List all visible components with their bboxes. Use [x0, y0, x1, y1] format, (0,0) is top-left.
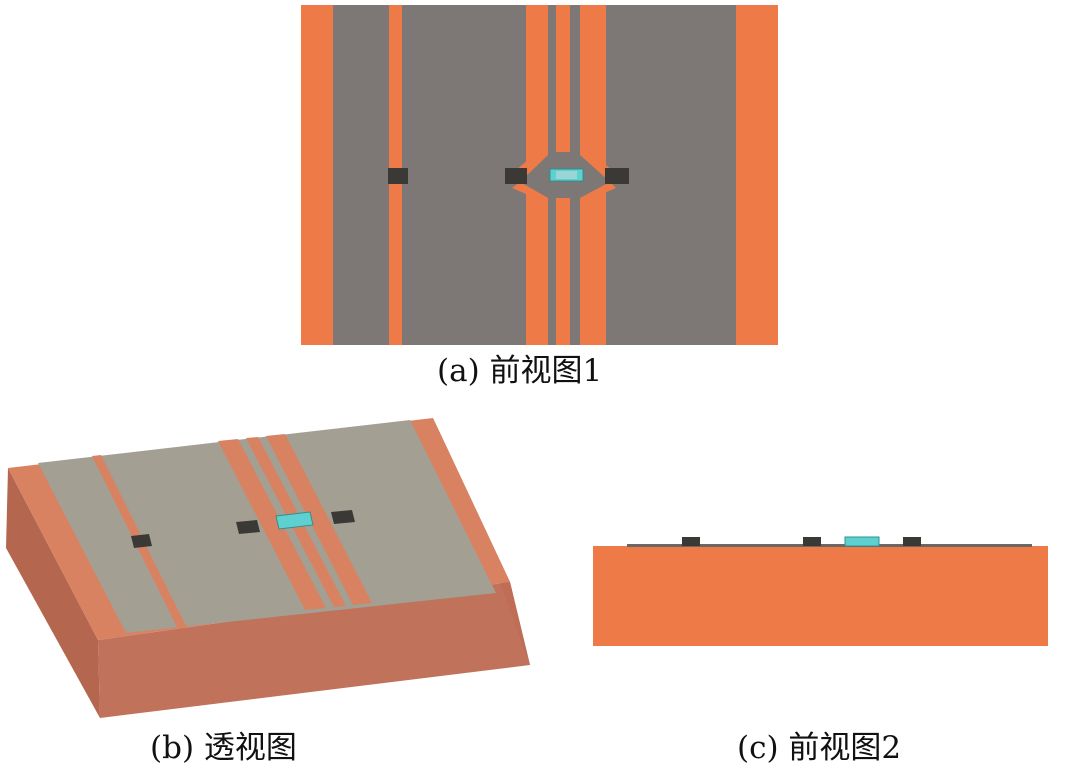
pad-3d-left: [131, 534, 152, 548]
front-view-1-panel: [301, 5, 778, 345]
caption-perspective-view: (b) 透视图: [150, 730, 297, 766]
caption-front-view-1: (a) 前视图1: [437, 353, 603, 389]
caption-front-view-2: (c) 前视图2: [737, 730, 902, 766]
chip-top-view-core: [556, 171, 577, 179]
pad-left: [388, 168, 408, 184]
junction-left-line: [510, 5, 548, 182]
substrate-side-view: [593, 546, 1048, 646]
pad-3d-center-left: [236, 520, 260, 534]
gap-line-3d-4: [266, 434, 372, 605]
pad-side-center-left: [803, 537, 821, 546]
ground-plane-left: [333, 5, 389, 345]
chip-side-view: [844, 536, 880, 547]
front-view-2-panel: [593, 536, 1048, 646]
chip-3d: [275, 511, 314, 530]
gap-line-3d-2: [218, 439, 326, 610]
junction-left-line-lower: [512, 182, 548, 345]
pad-side-right: [903, 537, 921, 546]
junction-right-line-lower: [580, 182, 616, 345]
pad-center-left: [505, 168, 527, 184]
substrate-front-face: [98, 582, 530, 718]
pad-3d-right: [331, 510, 355, 524]
ground-layer-side-view: [627, 544, 1032, 547]
substrate-left-face: [6, 468, 100, 718]
perspective-view-panel: [6, 418, 530, 718]
pad-center-right: [605, 168, 629, 184]
junction-right-line: [580, 5, 618, 182]
pad-side-left: [682, 537, 700, 546]
